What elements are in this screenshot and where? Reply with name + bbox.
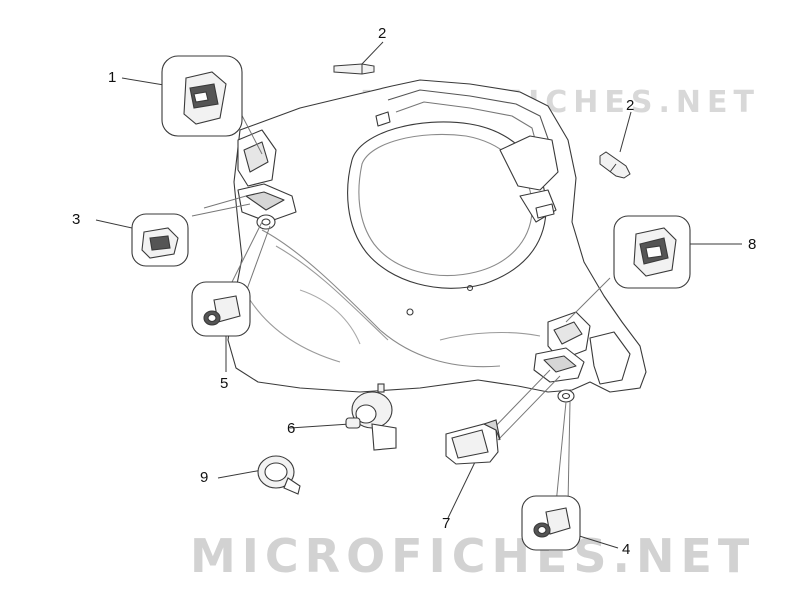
part-6-ignition <box>345 383 397 451</box>
part-2-bulb-b <box>599 151 631 179</box>
callout-9: 9 <box>200 469 208 486</box>
part-5-socket <box>191 281 251 337</box>
part-2-bulb-a <box>333 63 375 75</box>
callout-6: 6 <box>287 420 295 437</box>
callout-8: 8 <box>748 236 756 253</box>
part-4-socket <box>521 495 581 551</box>
callout-3: 3 <box>72 211 80 228</box>
callout-2-top: 2 <box>378 25 386 42</box>
callout-2-right: 2 <box>626 97 634 114</box>
part-1-switch <box>161 55 243 137</box>
callout-4: 4 <box>622 541 630 558</box>
part-3-switch-cap <box>131 213 189 267</box>
part-8-switch <box>613 215 691 289</box>
leader-lines <box>95 41 742 549</box>
callout-5: 5 <box>220 375 228 392</box>
part-7-cover <box>445 419 501 465</box>
callout-1: 1 <box>108 69 116 86</box>
watermark-bottom: MICROFICHES.NET <box>190 529 755 583</box>
part-9-ring <box>257 455 301 495</box>
handlebar-cover <box>227 79 647 403</box>
callout-7: 7 <box>442 515 450 532</box>
